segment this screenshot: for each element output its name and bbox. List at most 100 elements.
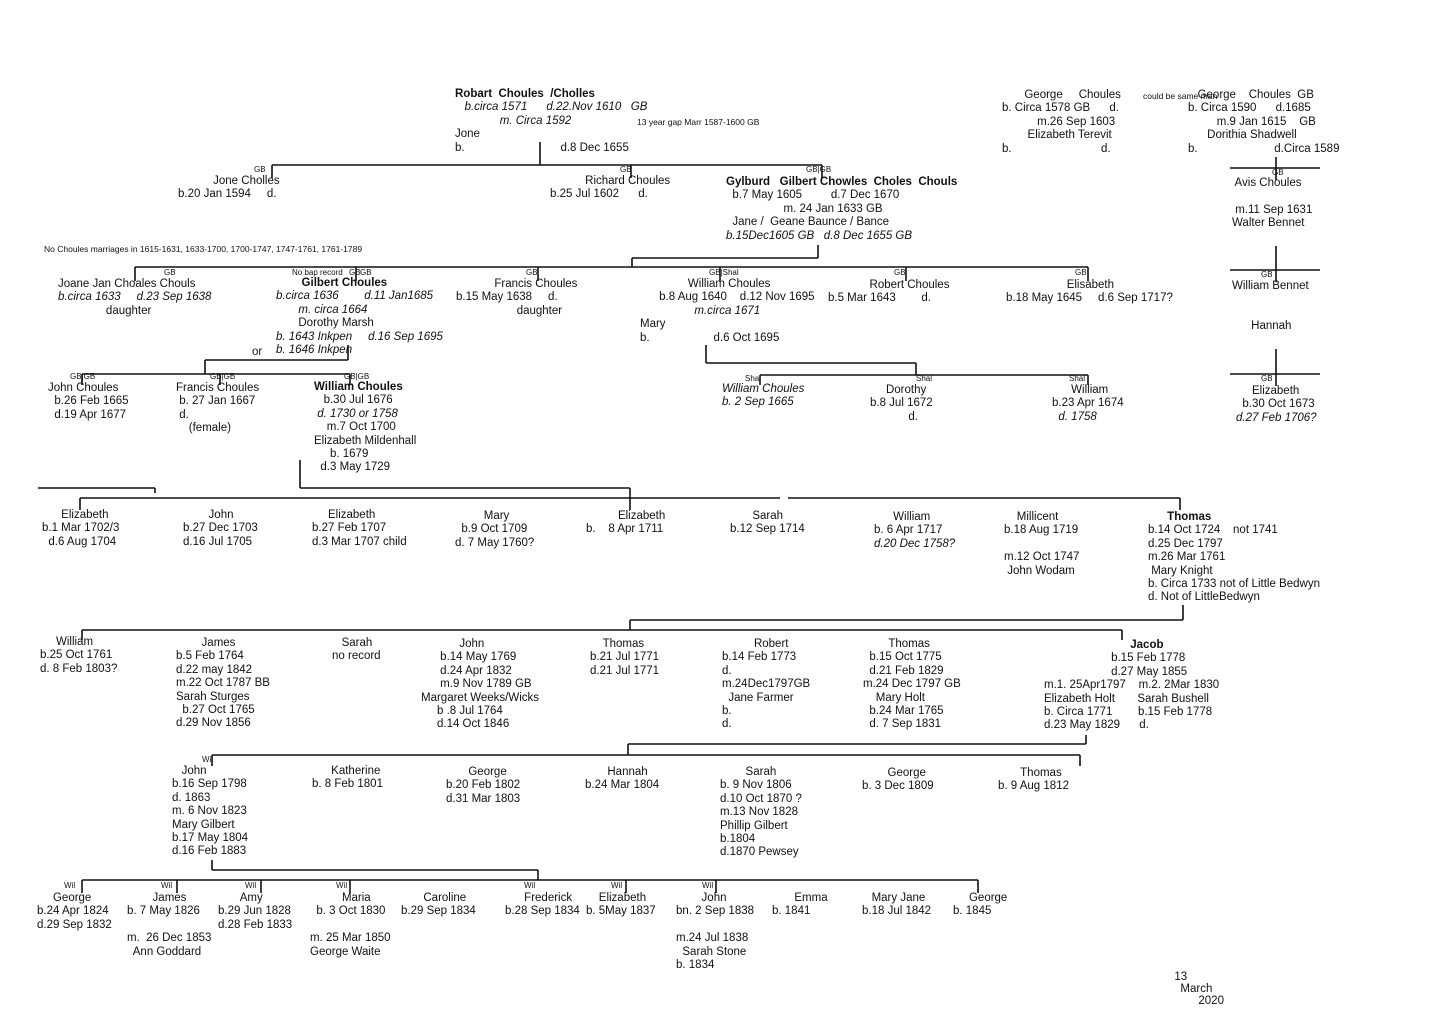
person-line: Mary Holt: [863, 691, 925, 704]
person-line: d.16 Feb 1883: [172, 845, 247, 858]
person-line: George Waite: [310, 945, 381, 958]
person-line: b.circa 1633 d.23 Sep 1638: [58, 291, 212, 304]
person-line: Elizabeth Terevit: [1002, 129, 1112, 142]
person-line: Walter Bennet: [1232, 217, 1305, 230]
person-line: d.21 Feb 1829: [863, 664, 944, 677]
source-tag: GB: [164, 268, 176, 277]
person-line: d.: [722, 718, 732, 731]
person-line: Ann Goddard: [127, 945, 202, 958]
source-tag: Shal: [916, 374, 933, 383]
person-line: b.15 Feb 1778: [1044, 652, 1186, 665]
person-line: b.8 Aug 1640 d.12 Nov 1695: [640, 291, 815, 304]
person-line: d.21 Jul 1771: [590, 664, 660, 677]
person-line: b. Circa 1578 GB d.: [1002, 102, 1119, 115]
person-line: John: [421, 638, 485, 650]
person-line: George: [446, 766, 507, 778]
person-line: Thomas: [590, 638, 645, 650]
person-line: Hannah: [1232, 320, 1292, 333]
person-line: b. Circa 1771 b.15 Feb 1778: [1044, 706, 1213, 719]
person-line: b. 1834: [676, 959, 715, 972]
person-line: Emma: [772, 892, 828, 904]
person-line: b.14 Feb 1773: [722, 651, 797, 664]
person-line: b. d.6 Oct 1695: [640, 331, 780, 344]
person-line: d.29 Sep 1832: [37, 918, 112, 931]
person-line: b.20 Jan 1594 d.: [178, 188, 277, 201]
person-line: b.25 Jul 1602 d.: [550, 188, 648, 201]
person-line: b.30 Oct 1673: [1236, 398, 1315, 411]
person-line: b.28 Sep 1834: [505, 905, 580, 918]
note-no-marriages: No Choules marriages in 1615-1631, 1633-…: [44, 244, 363, 254]
source-tag: GB|Shal: [709, 268, 739, 277]
person-line: Hannah: [585, 766, 648, 778]
source-tag: GB: [1075, 268, 1087, 277]
person-line: d.3 Mar 1707 child: [312, 535, 407, 548]
person-line: Dorothy: [870, 384, 927, 396]
person-line: bn. 2 Sep 1838: [676, 905, 755, 918]
person-line: b. 6 Apr 1717: [874, 524, 943, 537]
person-line: George: [953, 892, 1008, 904]
person-line: m.11 Sep 1631: [1232, 203, 1313, 216]
person-line: John Wodam: [1004, 564, 1075, 577]
source-tag: Shal: [745, 374, 762, 383]
person-line: William: [40, 636, 94, 648]
person-line: Francis Choules: [456, 278, 578, 290]
person-line: d.16 Jul 1705: [183, 535, 253, 548]
person-line: b.1 Mar 1702/3: [42, 522, 120, 535]
person-robart: Robart Choules /Cholles b.circa 1571 d.2…: [455, 88, 647, 155]
person-line: m.circa 1671: [640, 304, 761, 317]
person-line: b.15Dec1605 GB d.8 Dec 1655 GB: [726, 229, 913, 242]
person-line: m.26 Sep 1603: [1002, 115, 1116, 128]
person-line: William Bennet: [1232, 280, 1309, 292]
person-line: b.7 May 1605 d.7 Dec 1670: [726, 189, 900, 202]
person-line: b.circa 1571 d.22.Nov 1610 GB: [455, 101, 648, 114]
source-tag: No bap record: [292, 268, 343, 277]
source-tag: GB: [526, 268, 538, 277]
person-line: Elizabeth: [312, 509, 376, 521]
person-line: b.circa 1636 d.11 Jan1685: [276, 290, 434, 303]
person-line: b.12 Sep 1714: [730, 523, 805, 536]
person-line: daughter: [58, 304, 152, 317]
source-tag: GB|GB: [806, 165, 832, 174]
person-line: William Choules: [314, 381, 403, 393]
person-line: d.28 Feb 1833: [218, 918, 293, 931]
person-line: d.27 Feb 1706?: [1236, 411, 1317, 424]
person-line: Sarah Sturges: [176, 690, 250, 703]
person-line: b. 1646 Inkpen: [276, 344, 353, 357]
person-line: Elizabeth: [42, 509, 109, 521]
person-william1: William Choules b.8 Aug 1640 d.12 Nov 16…: [640, 278, 815, 345]
person-line: Mary: [455, 510, 510, 522]
person-line: b. d.Circa 1589: [1188, 142, 1340, 155]
person-line: m.24Dec1797GB: [722, 678, 811, 691]
person-line: Elisabeth: [1006, 279, 1115, 291]
source-tag: Wil: [64, 881, 76, 890]
person-line: m.24 Dec 1797 GB: [863, 678, 961, 691]
person-line: d.22 may 1842: [176, 663, 253, 676]
person-line: George Choules: [1002, 89, 1121, 101]
person-line: m.26 Mar 1761: [1148, 551, 1226, 564]
person-line: b.26 Feb 1665: [48, 395, 129, 408]
person-line: Amy: [218, 892, 263, 904]
person-line: Dorithia Shadwell: [1188, 129, 1297, 142]
person-line: m.7 Oct 1700: [314, 421, 396, 434]
person-line: Millicent: [1004, 511, 1059, 523]
person-line: d.25 Dec 1797: [1148, 537, 1223, 550]
source-tag: GB: [254, 165, 266, 174]
person-line: Sarah Stone: [676, 945, 747, 958]
person-line: d. 1863: [172, 791, 211, 804]
person-line: b. 1841: [772, 905, 811, 918]
person-line: Mary Jane: [862, 892, 926, 904]
person-william-bennet: William Bennet Hannah: [1232, 280, 1309, 334]
